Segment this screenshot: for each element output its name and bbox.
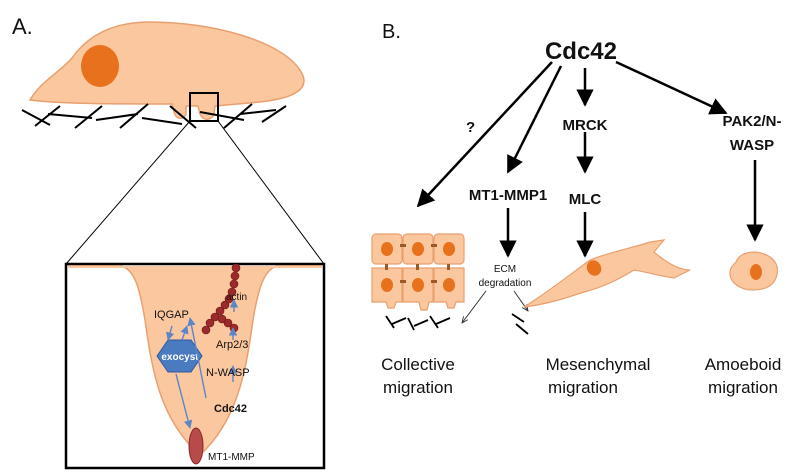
collective-label-line2: migration xyxy=(383,378,453,397)
arp23-label: Arp2/3 xyxy=(216,339,248,351)
collective-label-line1: Collective xyxy=(381,355,455,374)
pak2-node-line1: PAK2/N- xyxy=(723,113,782,130)
amoeboid-label-line1: Amoeboid xyxy=(705,355,782,374)
collective-ecm-fragments xyxy=(385,315,451,331)
mlc-node: MLC xyxy=(569,191,602,208)
pak2-node-line2: WASP xyxy=(730,137,774,154)
mesenchymal-ecm-fragments xyxy=(511,313,529,335)
mt1-mmp-label: MT1-MMP xyxy=(208,452,255,463)
amoeboid-label-line2: migration xyxy=(708,378,778,397)
collective-cell-sheet xyxy=(371,233,465,311)
question-mark: ? xyxy=(466,119,475,136)
inset-cdc42-label: Cdc42 xyxy=(214,403,247,415)
zoom-box xyxy=(189,92,219,122)
ecm-label-line2: degradation xyxy=(479,278,532,289)
pathway-arrows xyxy=(416,60,764,258)
mt1-mmp-ellipse xyxy=(188,427,204,465)
panel-a-label: A. xyxy=(12,14,33,39)
nucleus xyxy=(81,45,119,87)
zoom-line-left xyxy=(65,120,191,265)
iqgap-label: IQGAP xyxy=(154,309,189,321)
cdc42-node: Cdc42 xyxy=(545,38,617,65)
inset-pathway-arrows xyxy=(166,299,239,429)
mrck-node: MRCK xyxy=(563,117,608,134)
ecm-label-line1: ECM xyxy=(494,264,516,275)
panel-b-label: B. xyxy=(382,21,401,43)
nwasp-label: N-WASP xyxy=(206,367,250,379)
mesenchymal-label-line2: migration xyxy=(548,378,618,397)
exocyst-label: exocyst xyxy=(161,352,199,363)
ecm-fibers xyxy=(21,103,287,129)
mesenchymal-cell xyxy=(523,239,691,308)
ecm-degradation-arrows xyxy=(462,290,528,323)
zoom-line-right xyxy=(217,120,325,265)
mesenchymal-label-line1: Mesenchymal xyxy=(546,355,651,374)
amoeboid-cell xyxy=(729,251,779,291)
adherent-cell xyxy=(28,21,305,120)
actin-label: actin xyxy=(226,292,247,303)
mt1-mmp1-node: MT1-MMP1 xyxy=(469,187,547,204)
